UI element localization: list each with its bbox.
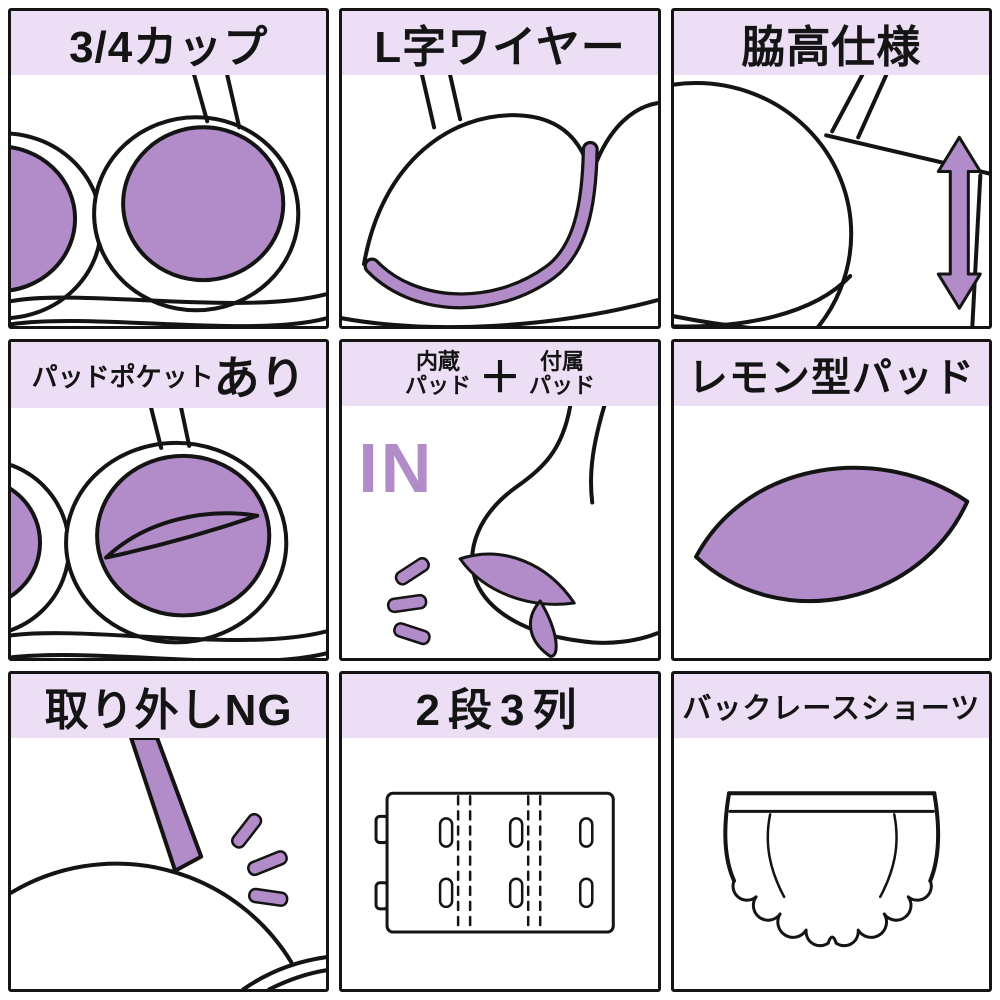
hook-closure-illustration xyxy=(374,791,616,934)
l-wire-highlight xyxy=(367,144,596,307)
title-l-wire: L字ワイヤー xyxy=(374,23,626,72)
banner-back-lace-shorts: バックレースショーツ xyxy=(673,673,989,738)
cell-hook-rows: 2段3列 xyxy=(339,670,661,992)
banner-pad-pocket: パッドポケット あり xyxy=(11,342,327,409)
emphasis-marks xyxy=(387,557,432,646)
cell-pad-pocket: パッドポケット あり xyxy=(8,339,330,661)
strap-shape xyxy=(129,737,204,873)
title-no-removal: 取り外しNG xyxy=(44,685,293,735)
fixed-strap-illustration xyxy=(11,737,327,989)
label-built-in-pad: 内蔵 パッド xyxy=(404,348,471,399)
l-wire-outline xyxy=(363,140,600,310)
banner-lemon-pad: レモン型パッド xyxy=(673,342,989,407)
art-back-lace-shorts xyxy=(673,737,989,989)
pad-shape-1 xyxy=(458,552,577,607)
banner-hook-rows: 2段3列 xyxy=(342,673,658,738)
art-pads-in: IN xyxy=(342,406,658,658)
art-pad-pocket xyxy=(11,408,327,658)
cell-high-side: 脇高仕様 xyxy=(670,8,992,330)
cell-pads-in: 内蔵 パッド ＋ 付属 パッド IN xyxy=(339,339,661,661)
art-hook-rows xyxy=(342,737,658,989)
high-side-illustration xyxy=(673,75,989,327)
title-back-lace-shorts: バックレースショーツ xyxy=(682,692,981,725)
art-high-side xyxy=(673,75,989,327)
cell-three-quarter-cup: 3/4カップ xyxy=(8,8,330,330)
title-high-side: 脇高仕様 xyxy=(741,23,922,72)
cell-no-removal: 取り外しNG xyxy=(8,670,330,992)
banner-high-side: 脇高仕様 xyxy=(673,11,989,75)
pad-pocket-illustration xyxy=(11,408,327,658)
banner-no-removal: 取り外しNG xyxy=(11,673,327,738)
title-three-quarter-cup: 3/4カップ xyxy=(69,23,269,72)
plus-sign: ＋ xyxy=(478,353,521,401)
title-lemon-pad: レモン型パッド xyxy=(687,356,975,401)
title-hook-rows: 2段3列 xyxy=(415,685,585,735)
art-lemon-pad xyxy=(673,406,989,658)
right-leg-scallops xyxy=(834,878,933,947)
cell-back-lace-shorts: バックレースショーツ xyxy=(670,670,992,992)
banner-l-wire: L字ワイヤー xyxy=(342,11,658,75)
emphasis-marks xyxy=(230,812,289,907)
banner-three-quarter-cup: 3/4カップ xyxy=(11,11,327,75)
banner-pads-in: 内蔵 パッド ＋ 付属 パッド xyxy=(342,342,658,407)
shorts-illustration xyxy=(722,790,940,947)
art-three-quarter-cup xyxy=(11,75,327,327)
cell-l-wire: L字ワイヤー xyxy=(339,8,661,330)
bra-cups-illustration xyxy=(11,75,327,327)
title-pad-pocket-large: あり xyxy=(213,352,306,405)
l-wire-illustration xyxy=(342,75,658,327)
title-pad-pocket-small: パッドポケット xyxy=(31,361,214,392)
hooks xyxy=(439,816,594,908)
label-attached-pad: 付属 パッド xyxy=(529,348,596,399)
art-l-wire xyxy=(342,75,658,327)
in-label: IN xyxy=(358,429,435,508)
height-arrow-icon xyxy=(936,135,982,310)
lemon-pad-illustration xyxy=(693,466,969,604)
art-no-removal xyxy=(11,737,327,989)
left-leg-scallops xyxy=(731,878,830,947)
pad-shape-2 xyxy=(529,599,558,658)
lemon-pad-shape xyxy=(693,466,969,604)
pads-in-illustration xyxy=(387,406,658,658)
pocket-slit xyxy=(104,511,260,560)
cell-lemon-pad: レモン型パッド xyxy=(670,339,992,661)
